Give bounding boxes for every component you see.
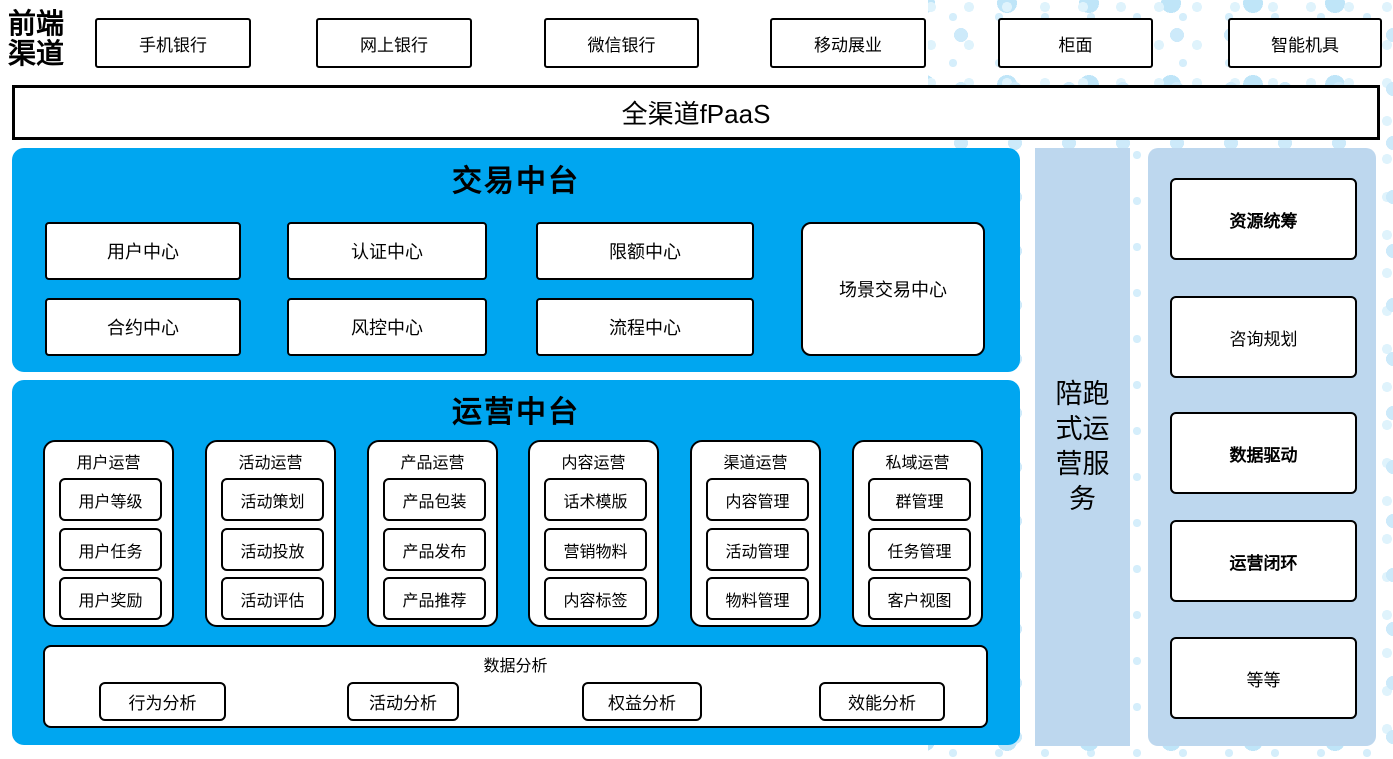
channel-mobile-sales: 移动展业 bbox=[770, 18, 926, 68]
analysis-item-behavior: 行为分析 bbox=[99, 682, 226, 721]
data-analysis-strip: 数据分析 行为分析 活动分析 权益分析 效能分析 bbox=[43, 645, 988, 728]
service-resource-coordination: 资源统筹 bbox=[1170, 178, 1357, 260]
group-content-operations: 内容运营 话术模版 营销物料 内容标签 bbox=[528, 440, 659, 627]
group-item: 活动评估 bbox=[221, 577, 324, 620]
group-title: 用户运营 bbox=[76, 455, 141, 472]
group-private-domain-operations: 私域运营 群管理 任务管理 客户视图 bbox=[852, 440, 983, 627]
group-item: 群管理 bbox=[868, 478, 971, 521]
group-item: 用户等级 bbox=[59, 478, 162, 521]
limit-center-box: 限额中心 bbox=[536, 222, 754, 280]
group-title: 产品运营 bbox=[400, 455, 465, 472]
group-product-operations: 产品运营 产品包装 产品发布 产品推荐 bbox=[367, 440, 498, 627]
operations-platform-title: 运营中台 bbox=[452, 396, 580, 429]
group-item: 客户视图 bbox=[868, 577, 971, 620]
group-channel-operations: 渠道运营 内容管理 活动管理 物料管理 bbox=[690, 440, 821, 627]
trade-platform-title: 交易中台 bbox=[452, 165, 580, 198]
group-item: 产品包装 bbox=[383, 478, 486, 521]
group-item: 话术模版 bbox=[544, 478, 647, 521]
group-item: 产品发布 bbox=[383, 528, 486, 571]
service-consulting-planning: 咨询规划 bbox=[1170, 296, 1357, 378]
group-item: 内容标签 bbox=[544, 577, 647, 620]
contract-center-box: 合约中心 bbox=[45, 298, 241, 356]
group-user-operations: 用户运营 用户等级 用户任务 用户奖励 bbox=[43, 440, 174, 627]
group-item: 用户奖励 bbox=[59, 577, 162, 620]
analysis-item-benefits: 权益分析 bbox=[582, 682, 702, 721]
group-item: 内容管理 bbox=[706, 478, 809, 521]
group-item: 任务管理 bbox=[868, 528, 971, 571]
channel-smart-devices: 智能机具 bbox=[1228, 18, 1382, 68]
front-channels-label: 前端渠道 bbox=[8, 9, 65, 71]
service-data-driven: 数据驱动 bbox=[1170, 412, 1357, 494]
service-bar-label: 陪跑式运营服务 bbox=[1055, 378, 1110, 515]
analysis-item-efficiency: 效能分析 bbox=[819, 682, 945, 721]
group-item: 产品推荐 bbox=[383, 577, 486, 620]
group-title: 私域运营 bbox=[885, 455, 950, 472]
process-center-box: 流程中心 bbox=[536, 298, 754, 356]
channel-wechat-banking: 微信银行 bbox=[544, 18, 699, 68]
group-campaign-operations: 活动运营 活动策划 活动投放 活动评估 bbox=[205, 440, 336, 627]
group-item: 营销物料 bbox=[544, 528, 647, 571]
group-title: 渠道运营 bbox=[723, 455, 788, 472]
channel-online-banking: 网上银行 bbox=[316, 18, 472, 68]
service-etc: 等等 bbox=[1170, 637, 1357, 719]
service-bar: 陪跑式运营服务 bbox=[1035, 148, 1130, 746]
auth-center-box: 认证中心 bbox=[287, 222, 487, 280]
group-item: 活动管理 bbox=[706, 528, 809, 571]
channel-counter: 柜面 bbox=[998, 18, 1153, 68]
operations-platform-panel: 运营中台 用户运营 用户等级 用户任务 用户奖励 活动运营 活动策划 活动投放 … bbox=[12, 380, 1020, 745]
trade-platform-panel: 交易中台 用户中心 认证中心 限额中心 合约中心 风控中心 流程中心 场景交易中… bbox=[12, 148, 1020, 372]
service-items-panel: 资源统筹 咨询规划 数据驱动 运营闭环 等等 bbox=[1148, 148, 1376, 746]
group-item: 物料管理 bbox=[706, 577, 809, 620]
data-analysis-title: 数据分析 bbox=[483, 658, 548, 675]
group-title: 内容运营 bbox=[561, 455, 626, 472]
fpaas-bar: 全渠道fPaaS bbox=[12, 85, 1380, 140]
group-item: 用户任务 bbox=[59, 528, 162, 571]
user-center-box: 用户中心 bbox=[45, 222, 241, 280]
service-operation-loop: 运营闭环 bbox=[1170, 520, 1357, 602]
risk-center-box: 风控中心 bbox=[287, 298, 487, 356]
analysis-item-campaign: 活动分析 bbox=[347, 682, 459, 721]
group-title: 活动运营 bbox=[238, 455, 303, 472]
scene-trade-center-box: 场景交易中心 bbox=[801, 222, 985, 356]
channel-mobile-banking: 手机银行 bbox=[95, 18, 251, 68]
group-item: 活动策划 bbox=[221, 478, 324, 521]
group-item: 活动投放 bbox=[221, 528, 324, 571]
